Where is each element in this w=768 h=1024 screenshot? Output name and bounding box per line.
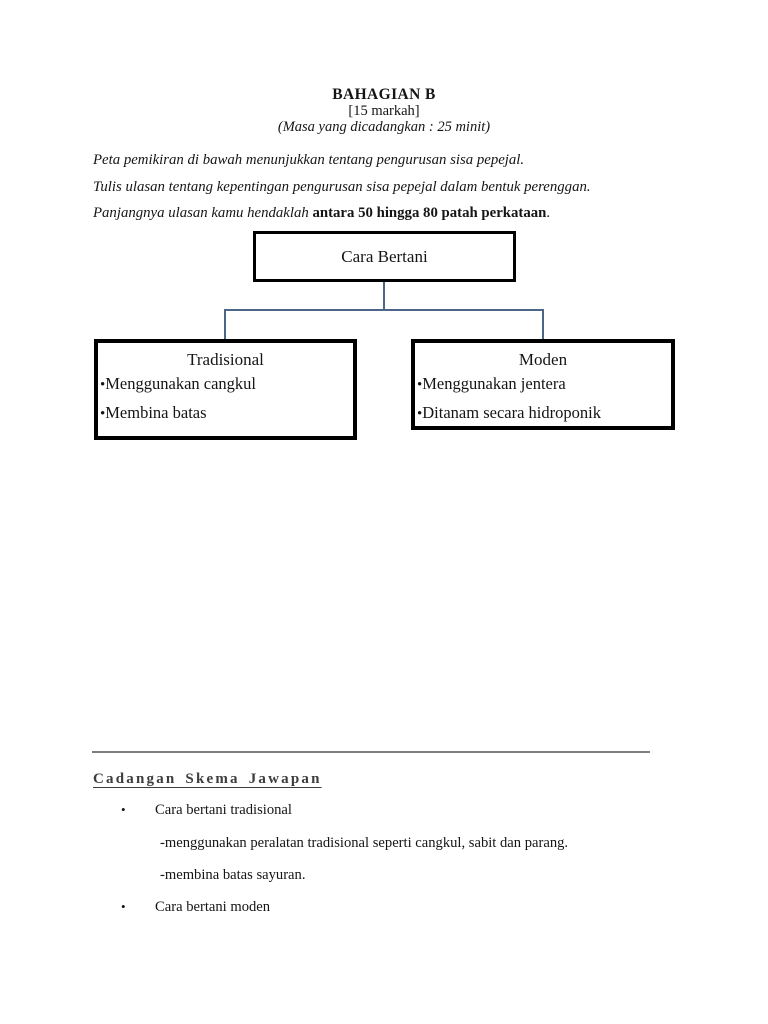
instruction-line-2: Tulis ulasan tentang kepentingan penguru… [93,178,591,195]
connector-drop-right [542,310,544,340]
document-header: BAHAGIAN B [15 markah] (Masa yang dicada… [0,86,768,136]
scheme-item-1-subline-1: -menggunakan peralatan tradisional seper… [160,835,569,851]
diagram-bullet-text: Menggunakan jentera [422,374,566,393]
bullet-icon: • [100,377,106,393]
section-divider [92,751,650,753]
section-title: BAHAGIAN B [332,86,436,103]
diagram-box-tradisional: Tradisional •Menggunakan cangkul •Membin… [94,339,357,440]
diagram-root-label: Cara Bertani [341,246,428,266]
connector-stem [383,282,385,310]
answer-scheme-heading: Cadangan Skema Jawapan [93,771,322,787]
scheme-item-1-subline-2: -membina batas sayuran. [160,867,306,883]
instruction-line-3-italic: Panjangnya ulasan kamu hendaklah [93,205,313,221]
diagram-bullet-text: Menggunakan cangkul [105,374,257,393]
bullet-icon: • [417,377,423,393]
bullet-icon: • [100,406,106,422]
connector-drop-left [224,310,226,340]
scheme-item-2-label: Cara bertani moden [155,899,271,915]
diagram-bullet-item: •Menggunakan jentera [415,370,671,399]
diagram-root-box: Cara Bertani [253,231,516,282]
instruction-line-3-bold: antara 50 hingga 80 patah perkataan [312,205,547,221]
instructions-block: Peta pemikiran di bawah menunjukkan tent… [93,151,693,231]
instruction-line-1: Peta pemikiran di bawah menunjukkan tent… [93,152,525,168]
diagram-box-title: Tradisional [187,350,264,369]
diagram-bullet-text: Ditanam secara hidroponik [422,403,601,422]
diagram-bullet-item: •Menggunakan cangkul [98,370,353,399]
instruction-line-3: Panjangnya ulasan kamu hendaklah antara … [93,204,693,222]
instruction-line-3-period: . [546,205,551,221]
diagram-bullet-item: •Ditanam secara hidroponik [415,399,671,428]
bullet-icon: • [121,899,126,914]
marks-line: [15 markah] [348,103,420,119]
time-line: (Masa yang dicadangkan : 25 minit) [277,119,491,135]
diagram-bullet-text: Membina batas [105,403,207,422]
diagram-box-moden: Moden •Menggunakan jentera •Ditanam seca… [411,339,675,430]
bullet-icon: • [417,406,423,422]
bullet-icon: • [121,802,126,817]
diagram-bullet-item: •Membina batas [98,399,353,428]
connector-rail [224,309,544,311]
scheme-item-1-label: Cara bertani tradisional [155,802,292,818]
diagram-box-title: Moden [518,350,568,369]
